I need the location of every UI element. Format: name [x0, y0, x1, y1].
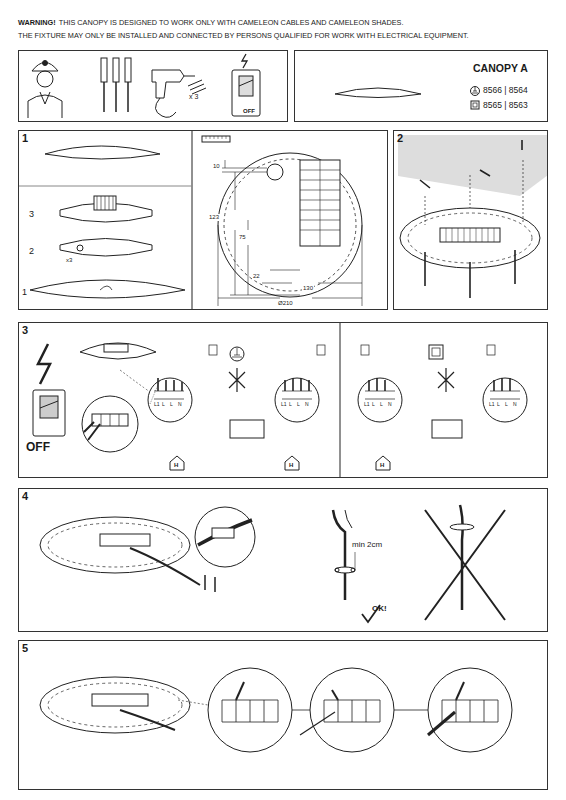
terminal-label: L	[496, 402, 501, 408]
terminal-label: L1	[153, 402, 161, 408]
label: min 2cm	[352, 541, 382, 550]
panel-text: OFF	[243, 108, 255, 115]
terminal-label: N	[177, 402, 183, 408]
switch-icon	[33, 390, 65, 436]
label: 1	[22, 288, 27, 298]
step-panel: 1	[18, 130, 388, 310]
tools-panel: x 3 OFF	[18, 50, 288, 122]
panel-text: x 3	[189, 93, 198, 101]
warning-text: THE FIXTURE MAY ONLY BE INSTALLED AND CO…	[18, 32, 469, 40]
step-panel: 3	[18, 322, 548, 478]
step-number: 3	[22, 324, 28, 336]
label: 3	[29, 210, 34, 220]
step-number: 2	[397, 132, 403, 144]
terminal-label: L1	[280, 402, 288, 408]
class2-symbol	[471, 101, 479, 109]
base-plate	[40, 517, 190, 573]
ground-symbol	[471, 87, 480, 96]
product-panel: CANOPY A 8566 | 8564 8565 | 8563	[294, 50, 548, 122]
base-plate	[400, 208, 540, 268]
warning-text: WARNING!	[18, 19, 56, 27]
step-panel: 4	[18, 488, 548, 632]
divider	[18, 186, 192, 187]
screwdrivers	[101, 58, 131, 112]
label: OFF	[26, 441, 50, 454]
step-number: 1	[22, 132, 28, 144]
divider	[192, 130, 193, 310]
terminal-label: L	[504, 402, 509, 408]
label: OK!	[372, 605, 387, 614]
label: x3	[66, 257, 72, 264]
terminal-label: N	[387, 402, 393, 408]
ruler-icon	[202, 136, 230, 142]
label: 22	[252, 273, 261, 280]
terminal-label: L	[169, 402, 174, 408]
terminal-label: L	[161, 402, 166, 408]
wiring-detail	[148, 378, 527, 422]
connector-detail	[208, 668, 512, 752]
label: 130	[302, 285, 314, 292]
panel-text: 8566 | 8564	[483, 86, 528, 95]
label: 75	[238, 234, 247, 241]
label: Ø210	[277, 300, 294, 307]
label: H	[174, 462, 178, 469]
warning-text: THIS CANOPY IS DESIGNED TO WORK ONLY WIT…	[59, 19, 404, 27]
panel-text: 8565 | 8563	[483, 101, 528, 110]
label: H	[289, 462, 293, 469]
step-panel: 2	[393, 130, 548, 310]
house-icon	[170, 456, 390, 470]
divider	[340, 322, 341, 478]
terminal-label: L1	[488, 402, 496, 408]
terminal-label: L	[288, 402, 293, 408]
label: 2	[29, 247, 34, 257]
terminal-block	[300, 160, 340, 246]
panel-text: CANOPY A	[473, 63, 528, 75]
terminal-label: N	[512, 402, 518, 408]
step-number: 4	[22, 490, 28, 502]
terminal-label: N	[304, 402, 310, 408]
lightning-icon	[38, 344, 50, 384]
label: 10	[212, 163, 221, 170]
terminal-label: L	[379, 402, 384, 408]
switch-icon	[232, 54, 260, 116]
terminal-label: L1	[363, 402, 371, 408]
terminal-label: L	[296, 402, 301, 408]
drill-icon	[152, 70, 206, 117]
base-plate	[218, 153, 362, 297]
terminal-label: L	[371, 402, 376, 408]
worker-icon	[28, 61, 62, 119]
step-number: 5	[22, 642, 28, 654]
wrong-mark	[425, 510, 505, 620]
step-panel: 5	[18, 640, 548, 790]
canopy-icon	[335, 88, 421, 98]
label: 123	[208, 214, 220, 221]
ceiling	[398, 135, 548, 196]
base-plate	[40, 677, 190, 733]
label: H	[380, 462, 384, 469]
